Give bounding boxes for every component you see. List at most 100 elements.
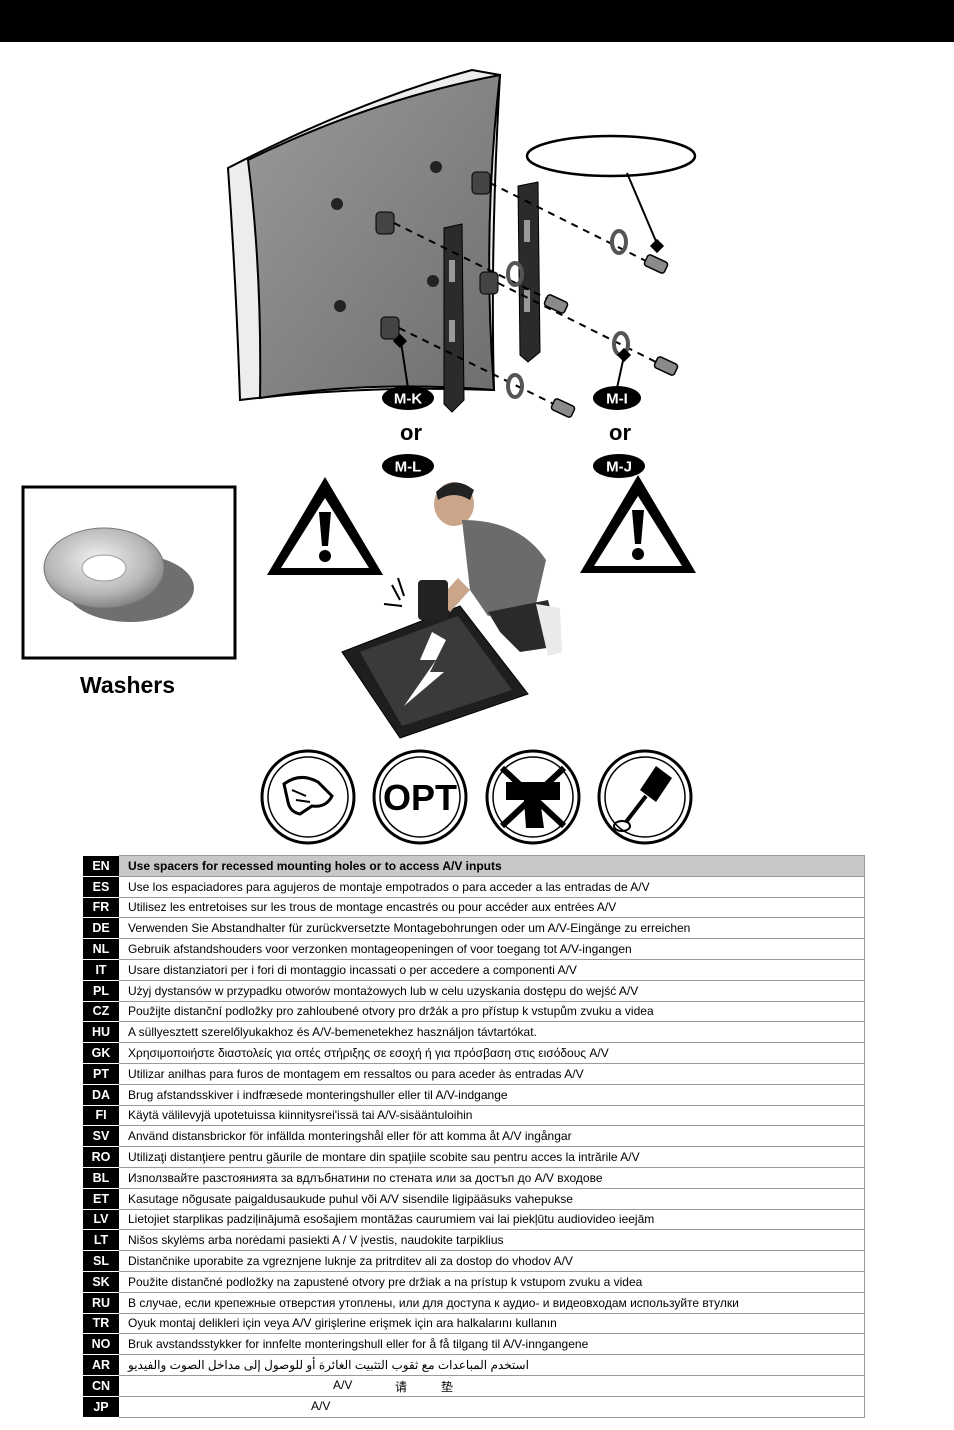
language-instruction-text: Use los espaciadores para agujeros de mo… [119, 876, 865, 898]
svg-text:M-J: M-J [606, 459, 632, 476]
language-instruction-text: A süllyesztett szerelőlyukakhoz és A/V-b… [119, 1021, 865, 1044]
language-code: TR [83, 1313, 119, 1335]
language-code: DA [83, 1084, 119, 1106]
language-code: ES [83, 876, 119, 898]
mounting-illustration: M-K or M-L M-I or M-J [21, 68, 697, 845]
language-instruction-text: Utilizar anilhas para furos de montagem … [119, 1063, 865, 1085]
language-code: SV [83, 1125, 119, 1148]
washers-label: Washers [80, 672, 176, 698]
language-instruction-text: Použijte distanční podložky pro zahloube… [119, 1001, 865, 1023]
language-instruction-text: Използвайте разстоянията за вдлъбнатини … [119, 1167, 865, 1189]
language-code: GK [83, 1042, 119, 1064]
instruction-fragment: A/V [333, 1377, 353, 1392]
language-instruction-text: Lietojiet starplikas padziļinājumā esoša… [119, 1209, 865, 1231]
tv-back-panel [226, 68, 502, 402]
language-instruction-text: Použite distančné podložky na zapustené … [119, 1271, 865, 1293]
language-instruction-text: Użyj dystansów w przypadku otworów monta… [119, 980, 865, 1002]
language-code: NL [83, 938, 119, 960]
language-code: ET [83, 1188, 119, 1210]
mounting-bolts [543, 254, 679, 418]
language-instruction-text: A/V 请 垫 [119, 1375, 865, 1397]
language-instruction-text: Gebruik afstandshouders voor verzonken m… [119, 938, 865, 960]
language-instruction-text: Utilisez les entretoises sur les trous d… [119, 897, 865, 919]
language-code: CN [83, 1375, 119, 1397]
language-code: NO [83, 1333, 119, 1356]
language-instruction-text: Distančnike uporabite za vgreznjene lukn… [119, 1250, 865, 1272]
part-tag-m-l: M-L [382, 454, 434, 478]
svg-text:M-K: M-K [394, 391, 422, 408]
language-instruction-text: Brug afstandsskiver i indfræsede monteri… [119, 1084, 865, 1106]
language-code: FI [83, 1105, 119, 1127]
language-instruction-text: A/V [119, 1396, 865, 1418]
language-instruction-text: Use spacers for recessed mounting holes … [119, 855, 865, 877]
language-row-cn: CN A/V 请 垫 [83, 1375, 865, 1397]
top-black-bar [0, 0, 954, 42]
language-instruction-text: Kasutage nõgusate paigaldusaukude puhul … [119, 1188, 865, 1210]
instruction-fragment: 垫 [441, 1379, 454, 1394]
language-code: BL [83, 1167, 119, 1189]
warning-icon [267, 477, 383, 575]
language-row-jp: JP A/V [83, 1396, 865, 1418]
language-instruction-text: استخدم المباعدات مع ثقوب التثبيت الغائرة… [119, 1354, 865, 1376]
person-drilling-tv-illustration [341, 482, 562, 739]
optional-icon: OPT [372, 749, 468, 845]
language-code: LV [83, 1209, 119, 1231]
language-instruction-text: Nišos skylėms arba norėdami pasiekti A /… [119, 1229, 865, 1252]
or-label-left: or [400, 420, 422, 445]
language-code: JP [83, 1396, 119, 1418]
language-code: EN [83, 855, 119, 877]
language-code: RU [83, 1292, 119, 1314]
warning-icon [580, 475, 696, 573]
language-code: CZ [83, 1001, 119, 1023]
or-label-right: or [609, 420, 631, 445]
language-code: RO [83, 1146, 119, 1168]
language-code: DE [83, 917, 119, 940]
instruction-fragment: 请 [395, 1379, 408, 1394]
language-instruction-text: Käytä välilevyjä upotetuissa kiinnitysre… [119, 1105, 865, 1127]
mounting-brackets [443, 181, 541, 413]
language-code: LT [83, 1229, 119, 1252]
washers-photo [21, 485, 237, 660]
language-instruction-text: Χρησιμοποιήστε διαστολείς για οπές στήρι… [119, 1042, 865, 1064]
svg-text:M-L: M-L [395, 459, 422, 476]
instruction-fragment: A/V [311, 1398, 331, 1413]
no-power-drill-icon [485, 749, 581, 845]
language-code: SL [83, 1250, 119, 1272]
language-code: PT [83, 1063, 119, 1085]
language-instruction-text: Usare distanziatori per i fori di montag… [119, 959, 865, 981]
language-code: HU [83, 1021, 119, 1044]
language-code: PL [83, 980, 119, 1002]
hand-tighten-icon [260, 749, 356, 845]
language-instruction-text: Utilizaţi distanţiere pentru găurile de … [119, 1146, 865, 1168]
language-code: IT [83, 959, 119, 981]
language-code: SK [83, 1271, 119, 1293]
part-tag-m-i: M-I [593, 386, 641, 410]
screwdriver-icon [597, 749, 693, 845]
svg-text:M-I: M-I [606, 391, 628, 408]
language-instruction-text: Oyuk montaj delikleri için veya A/V giri… [119, 1313, 865, 1335]
language-code: AR [83, 1354, 119, 1376]
svg-text:OPT: OPT [383, 777, 457, 818]
